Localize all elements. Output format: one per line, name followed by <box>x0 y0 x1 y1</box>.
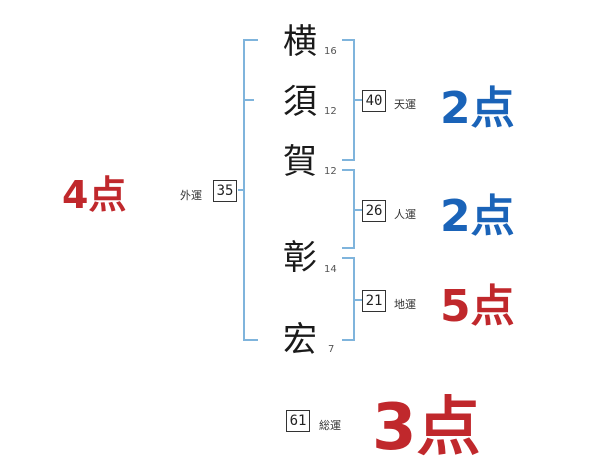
surname-char-2: 須 <box>283 82 317 122</box>
gaiun-score: 4点 <box>62 164 126 219</box>
souun-value: 61 <box>286 410 310 432</box>
tenun-score-number: 2 <box>440 83 471 134</box>
tenun-score-unit: 点 <box>470 83 515 134</box>
chiun-value: 21 <box>362 290 386 312</box>
chiun-score: 5点 <box>440 270 515 334</box>
given-char-1: 彰 <box>283 238 317 278</box>
surname-char-1: 横 <box>283 22 317 62</box>
surname-strokes-1: 16 <box>324 46 337 57</box>
jinun-value: 26 <box>362 200 386 222</box>
jinun-score-number: 2 <box>440 191 471 242</box>
jinun-bracket <box>342 169 355 249</box>
jinun-score: 2点 <box>440 180 515 244</box>
gaiun-label: 外運 <box>180 189 202 202</box>
given-strokes-1: 14 <box>324 264 337 275</box>
given-strokes-2: 7 <box>328 344 335 355</box>
souun-label: 総運 <box>319 419 341 432</box>
given-char-2: 宏 <box>283 320 317 360</box>
tenun-value: 40 <box>362 90 386 112</box>
chiun-score-number: 5 <box>440 281 471 332</box>
chiun-score-unit: 点 <box>470 281 515 332</box>
souun-score: 3点 <box>372 376 481 468</box>
surname-char-3: 賀 <box>283 142 317 182</box>
tenun-bracket <box>342 39 355 161</box>
chiun-label: 地運 <box>394 298 416 311</box>
chiun-bracket <box>342 257 355 341</box>
gaiun-score-number: 4 <box>62 173 89 217</box>
surname-strokes-2: 12 <box>324 106 337 117</box>
outer-bracket <box>243 39 258 341</box>
souun-score-number: 3 <box>372 391 417 465</box>
gaiun-score-unit: 点 <box>88 173 127 217</box>
jinun-score-unit: 点 <box>470 191 515 242</box>
tenun-label: 天運 <box>394 98 416 111</box>
tenun-score: 2点 <box>440 72 515 136</box>
surname-strokes-3: 12 <box>324 166 337 177</box>
jinun-label: 人運 <box>394 208 416 221</box>
gaiun-value: 35 <box>213 180 237 202</box>
souun-score-unit: 点 <box>416 391 481 465</box>
